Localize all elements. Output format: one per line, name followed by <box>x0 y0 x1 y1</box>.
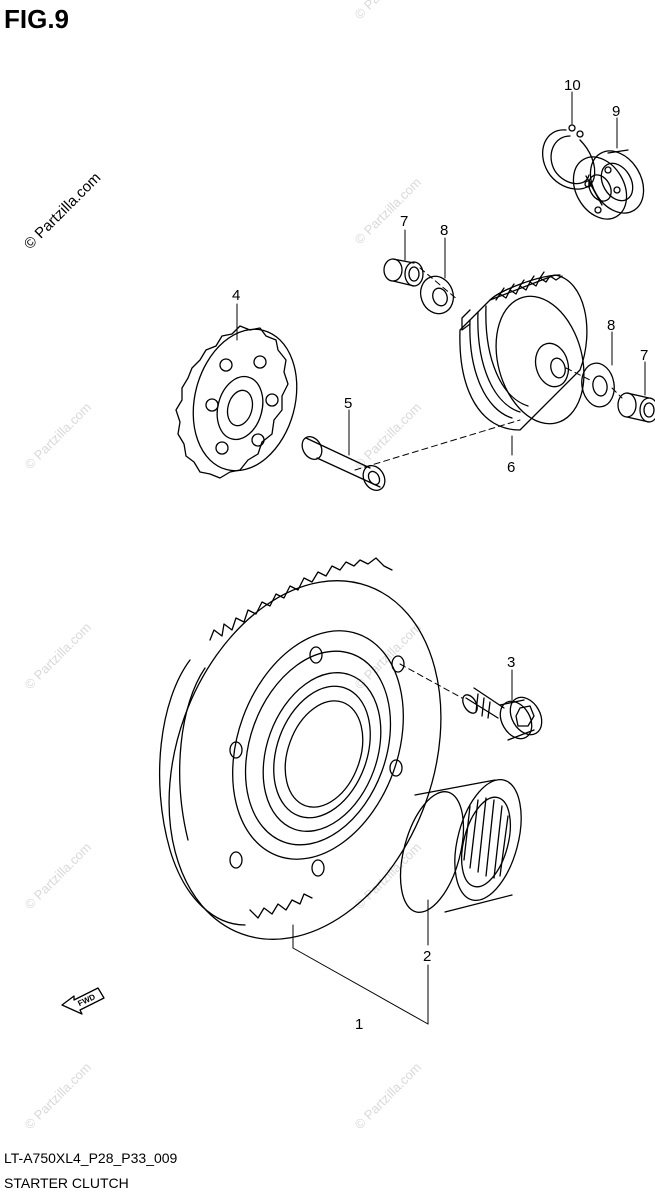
assembly-lines <box>354 267 623 699</box>
part-2-needle-bearing <box>399 778 522 913</box>
watermark-text: © Partzilla.com <box>352 175 425 248</box>
callout-7-upper: 7 <box>400 213 408 230</box>
callout-4: 4 <box>232 287 240 304</box>
watermark-text: © Partzilla.com <box>22 1060 95 1133</box>
callout-8-upper: 8 <box>440 222 448 239</box>
figure-title: FIG.9 <box>4 4 70 34</box>
fwd-arrow-icon: FWD <box>61 987 105 1015</box>
part-4-idle-gear <box>175 325 298 479</box>
watermark-text: © Partzilla.com <box>352 1060 425 1133</box>
part-7-bushing-upper <box>383 258 424 287</box>
callout-8-right: 8 <box>607 317 615 334</box>
watermark-text: © Partzilla.com <box>22 840 95 913</box>
part-8-washer-right <box>581 362 615 408</box>
callouts: 10 9 7 8 4 8 7 5 6 3 2 1 <box>232 77 648 1033</box>
part-9-bearing <box>572 149 645 220</box>
callout-5: 5 <box>344 395 352 412</box>
callout-7-right: 7 <box>640 347 648 364</box>
watermark-text: © Partzilla.com <box>22 620 95 693</box>
diagram-code: LT-A750XL4_P28_P33_009 <box>4 1150 178 1166</box>
part-7-bushing-right <box>617 392 655 423</box>
callout-10: 10 <box>564 77 581 94</box>
watermark-text: © Partzilla.com <box>22 400 95 473</box>
part-10-circlip <box>542 124 596 190</box>
callout-3: 3 <box>507 654 515 671</box>
callout-1: 1 <box>355 1016 363 1033</box>
watermark-main: © Partzilla.com <box>21 169 104 252</box>
watermark-text: © Partzilla.com <box>352 840 425 913</box>
leader-lines <box>236 91 646 1025</box>
watermark-text: © Partzilla.com <box>352 0 425 22</box>
part-5-shaft <box>301 436 386 491</box>
part-3-bolt <box>462 687 543 741</box>
watermark-text: © Partzilla.com <box>352 400 425 473</box>
callout-2: 2 <box>423 948 431 965</box>
part-6-clutch-gear <box>459 271 588 431</box>
callout-9: 9 <box>612 103 620 120</box>
watermark-layer: © Partzilla.com © Partzilla.com © Partzi… <box>22 0 425 1132</box>
part-1-driven-gear <box>158 557 442 940</box>
callout-6: 6 <box>507 459 515 476</box>
watermark-text: © Partzilla.com <box>352 620 425 693</box>
diagram-name: STARTER CLUTCH <box>4 1175 129 1191</box>
